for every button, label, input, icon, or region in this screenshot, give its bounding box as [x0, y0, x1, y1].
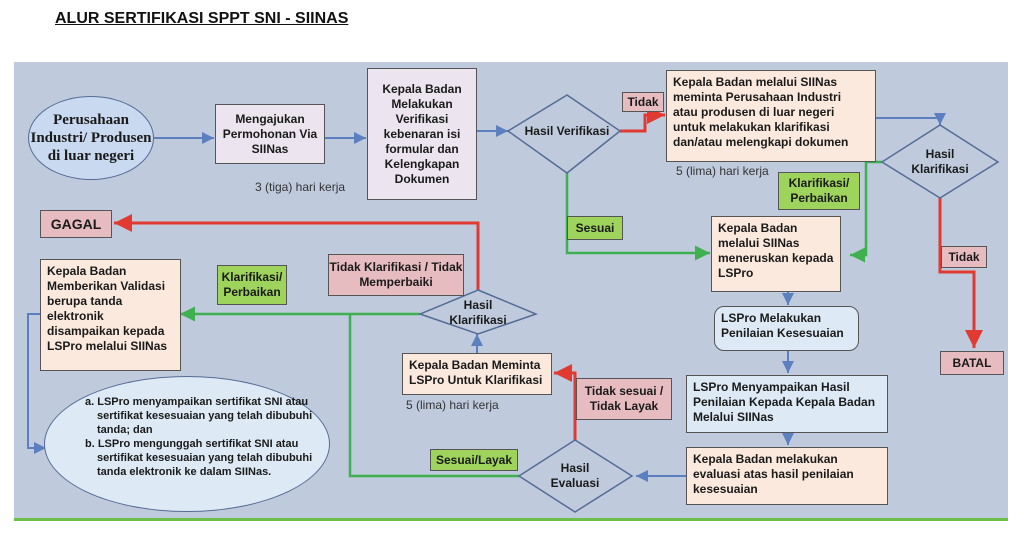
- lspro-report-node: LSPro Menyampaikan Hasil Penilaian Kepad…: [686, 375, 888, 433]
- evaluate-node: Kepala Badan melakukan evaluasi atas has…: [686, 447, 888, 505]
- final-item-b: b. LSPro mengunggah sertifikat SNI atau …: [85, 438, 313, 478]
- final-node: a. LSPro menyampaikan sertifikat SNI ata…: [44, 376, 330, 512]
- start-node: Perusahaan Industri/ Produsen di luar ne…: [28, 96, 154, 180]
- request-lspro-clarify-node: Kepala Badan Meminta LSPro Untuk Klarifi…: [402, 353, 552, 395]
- arrow-verify-sesuai: [565, 173, 710, 261]
- decision-verify-label: Hasil Verifikasi: [524, 123, 610, 138]
- decision-clarify-mid-shape: [417, 289, 539, 335]
- forward-lspro-node: Kepala Badan melalui SIINas meneruskan k…: [711, 216, 841, 292]
- klarifikasi-left-tag: Klarifikasi/ Perbaikan: [217, 265, 287, 305]
- apply-node: Mengajukan Permohonan Via SIINas: [215, 104, 325, 164]
- arrow-clarify-perbaikan: [850, 160, 882, 263]
- arrow-tidak-klarifikasi-gagal: [114, 214, 480, 290]
- lspro-assess-node: LSPro Melakukan Penilaian Kesesuaian: [714, 306, 859, 351]
- verify-node: Kepala Badan Melakukan Verifikasi kebena…: [367, 68, 477, 200]
- arrow-eval-sesuai: [348, 314, 519, 478]
- sesuai-tag: Sesuai: [567, 216, 623, 240]
- tidak-sesuai-tag: Tidak sesuai / Tidak Layak: [576, 378, 672, 420]
- decision-clarify-right-shape: [880, 124, 1000, 199]
- note-five-days-mid: 5 (lima) hari kerja: [406, 398, 499, 412]
- gagal-node: GAGAL: [40, 210, 112, 238]
- decision-eval-shape: [517, 439, 634, 513]
- final-list: a. LSPro menyampaikan sertifikat SNI ata…: [85, 395, 315, 479]
- tidak-klarifikasi-tag: Tidak Klarifikasi / Tidak Memperbaiki: [328, 254, 464, 296]
- decision-eval-label: Hasil Evaluasi: [550, 461, 600, 490]
- note-three-days: 3 (tiga) hari kerja: [255, 180, 346, 194]
- validate-node: Kepala Badan Memberikan Validasi berupa …: [40, 259, 181, 371]
- final-item-a: a. LSPro menyampaikan sertifikat SNI ata…: [85, 396, 313, 436]
- tidak-batal-tag: Tidak: [941, 246, 987, 268]
- arrow-validate-to-final: [27, 313, 46, 454]
- request-clarify-node: Kepala Badan melalui SIINas meminta Peru…: [666, 70, 876, 162]
- klarifikasi-right-tag: Klarifikasi/ Perbaikan: [778, 172, 860, 210]
- batal-node: BATAL: [940, 351, 1004, 375]
- sesuai-layak-tag: Sesuai/Layak: [430, 449, 518, 471]
- arrow-request-to-clarify-decision: [876, 113, 946, 125]
- arrow-clarify-tidak-batal: [938, 198, 983, 348]
- arrow-eval-tidak-sesuai: [554, 364, 577, 440]
- page-title: ALUR SERTIFIKASI SPPT SNI - SIINAS: [55, 10, 349, 27]
- arrow-verify-tidak: [620, 106, 665, 133]
- tidak-verify-tag: Tidak: [622, 92, 664, 112]
- decision-clarify-mid-label: Hasil Klarifikasi: [449, 298, 507, 327]
- decision-clarify-right-label: Hasil Klarifikasi: [911, 147, 969, 176]
- decision-verify-shape: [506, 94, 622, 174]
- note-five-days-top: 5 (lima) hari kerja: [676, 164, 769, 178]
